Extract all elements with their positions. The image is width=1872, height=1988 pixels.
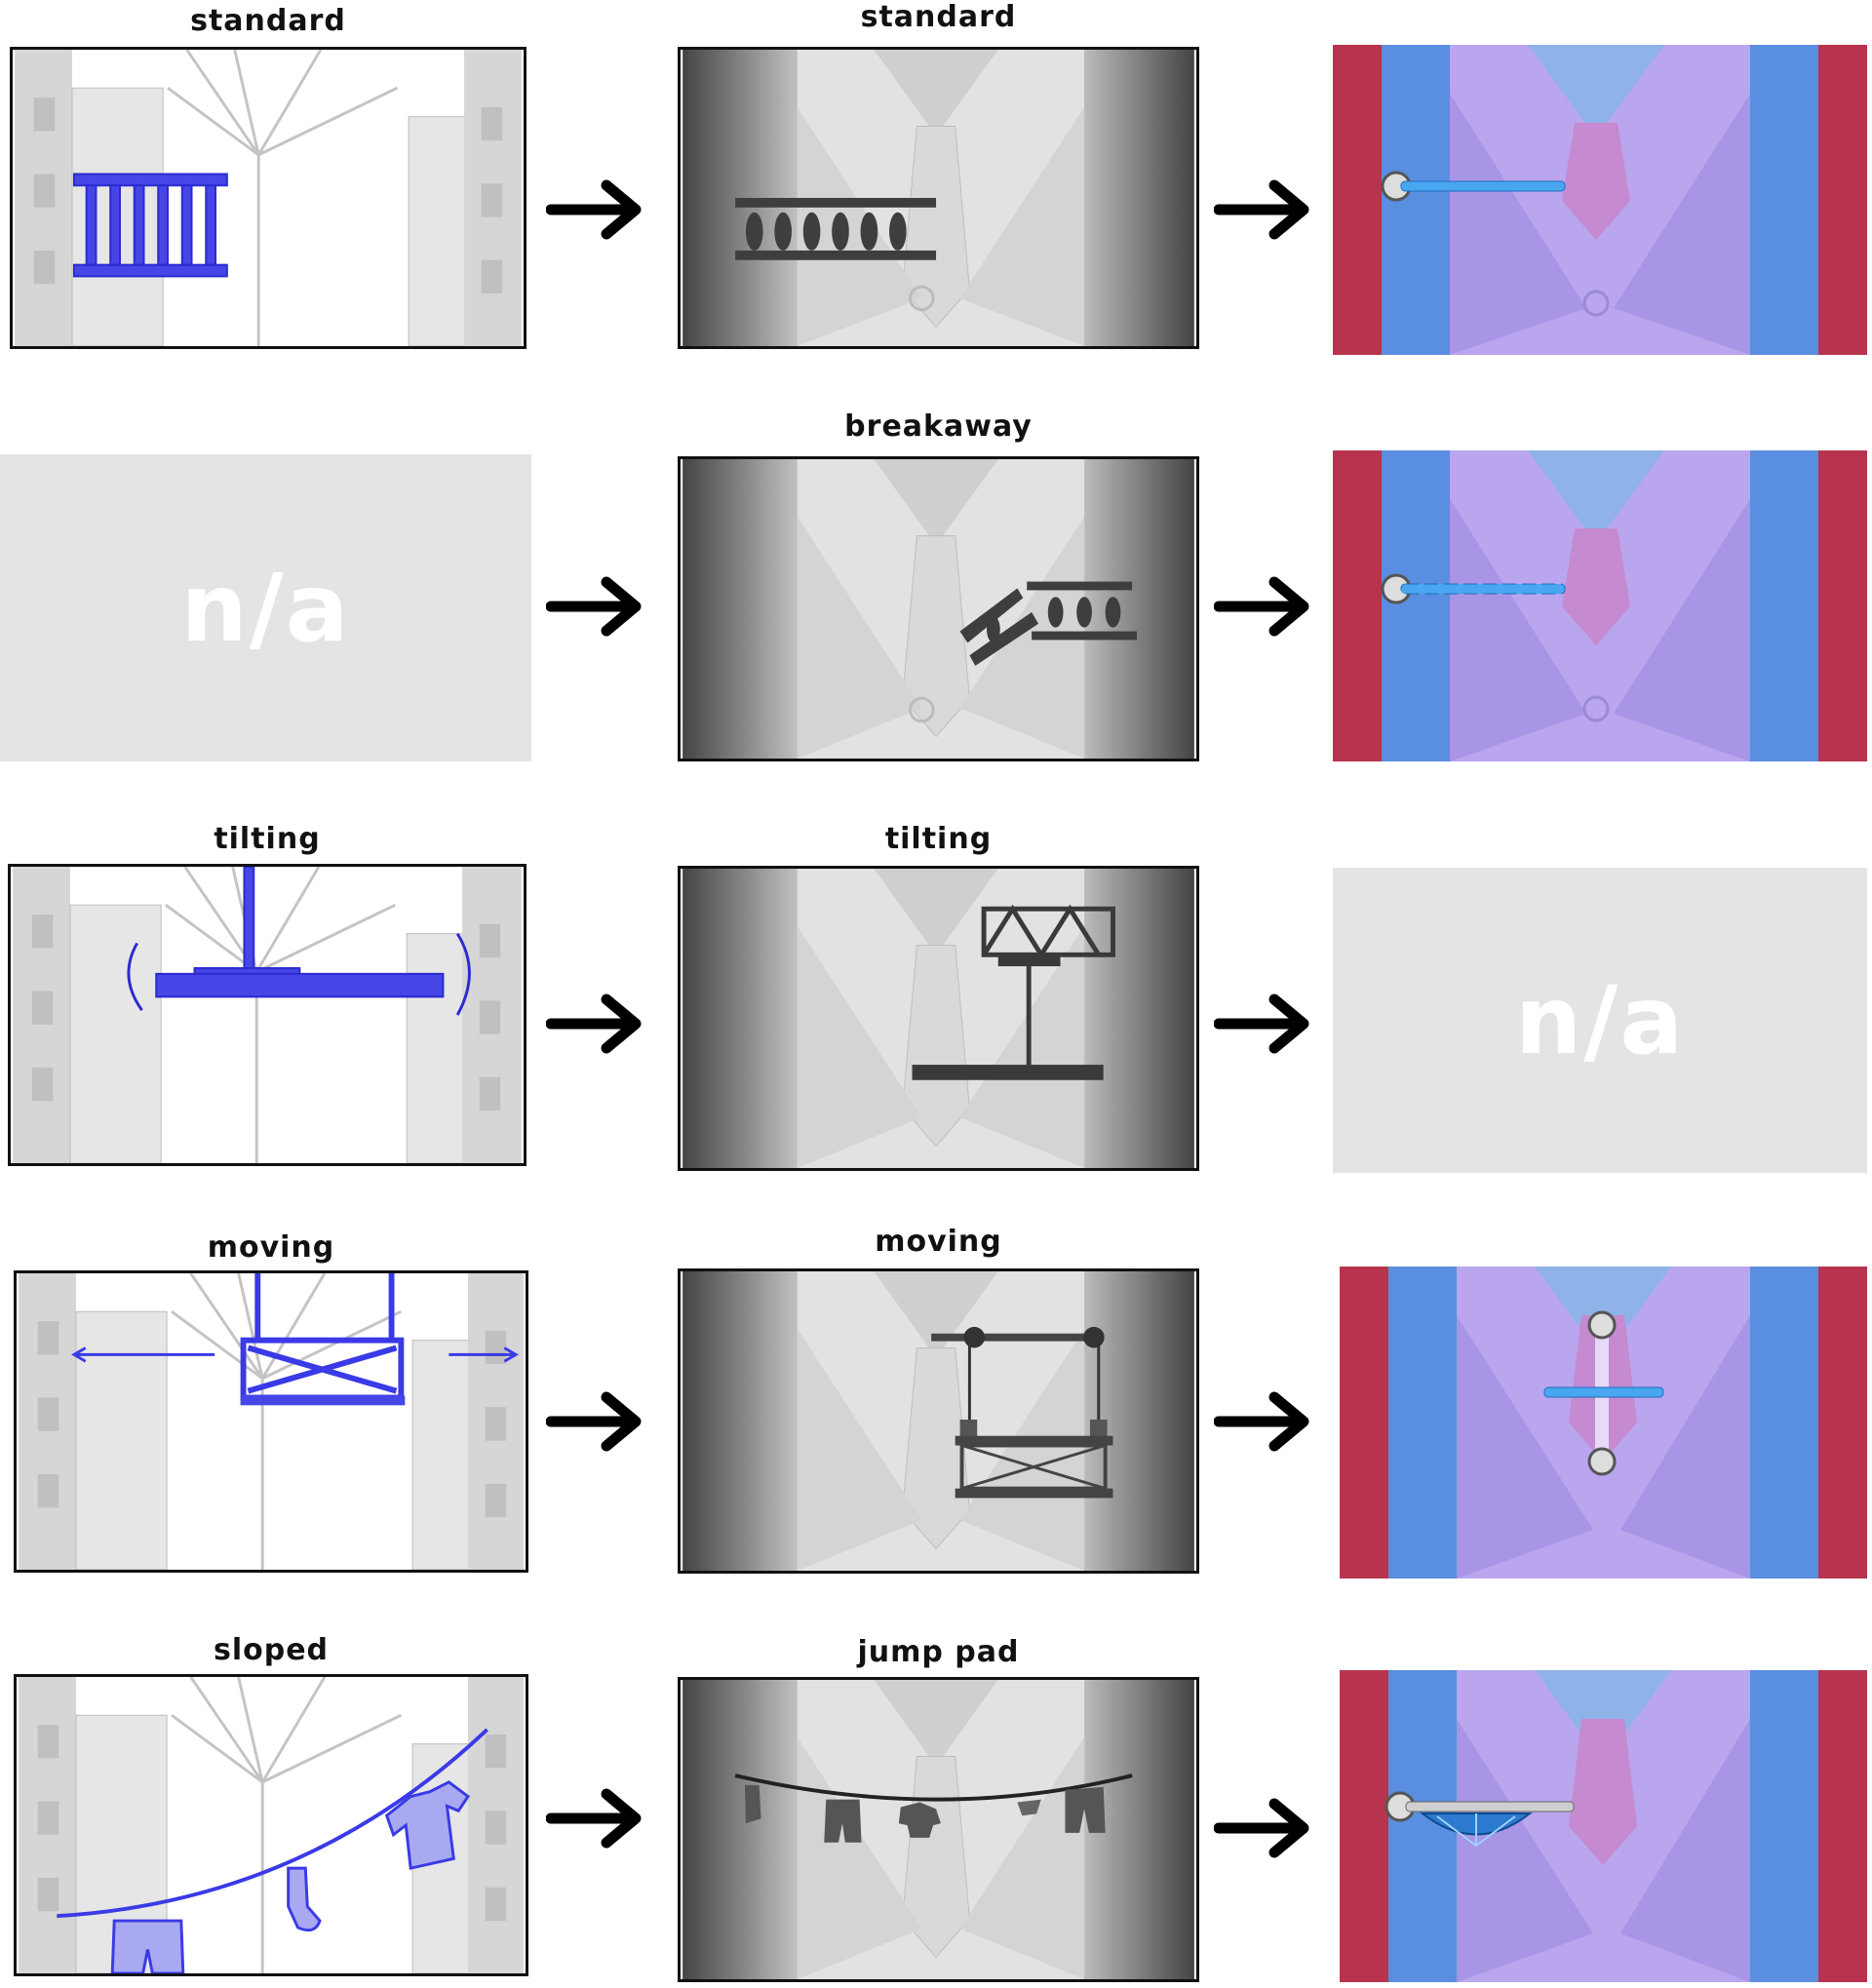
render-label-jump-pad: jump pad bbox=[857, 1635, 1020, 1669]
render-label-moving: moving bbox=[875, 1225, 1002, 1259]
grayscale-render bbox=[682, 1680, 1194, 1979]
na-placeholder: n/a bbox=[1514, 965, 1686, 1075]
render-panel-standard bbox=[678, 47, 1199, 349]
moving-glass-platform bbox=[1543, 1310, 1664, 1476]
clothesline-jump-pad bbox=[734, 1774, 1133, 1843]
sketch-clothesline bbox=[57, 1728, 488, 1973]
sketch-panel-tilting bbox=[8, 864, 526, 1166]
final-panel-jump-pad bbox=[1340, 1670, 1867, 1982]
sketch-panel-na: n/a bbox=[0, 454, 531, 761]
render-panel-jump-pad bbox=[678, 1677, 1199, 1982]
pulley-lift bbox=[931, 1326, 1113, 1499]
sketch-illustration bbox=[19, 1273, 524, 1570]
color-render bbox=[1333, 450, 1867, 761]
render-label-standard: standard bbox=[860, 0, 1017, 34]
sketch-panel-standard bbox=[10, 47, 526, 349]
sketch-panel-sloped bbox=[14, 1674, 528, 1976]
render-panel-tilting bbox=[678, 866, 1199, 1171]
right-arrow-icon bbox=[546, 990, 653, 1058]
sketch-illustration bbox=[19, 1677, 524, 1973]
na-placeholder: n/a bbox=[180, 553, 351, 663]
breakaway-glass-platform bbox=[1381, 573, 1566, 604]
final-panel-standard bbox=[1333, 45, 1867, 355]
right-arrow-icon bbox=[1214, 1387, 1321, 1456]
broken-balustrade bbox=[959, 581, 1138, 666]
sketch-label-tilting: tilting bbox=[214, 822, 321, 856]
final-panel-na: n/a bbox=[1333, 868, 1867, 1173]
render-label-tilting: tilting bbox=[884, 822, 993, 856]
right-arrow-icon bbox=[546, 572, 653, 641]
color-render bbox=[1340, 1670, 1867, 1982]
jump-pad-platform bbox=[1384, 1791, 1575, 1848]
render-panel-moving bbox=[678, 1268, 1199, 1574]
color-render bbox=[1340, 1267, 1867, 1579]
right-arrow-icon bbox=[1214, 1794, 1321, 1862]
right-arrow-icon bbox=[1214, 990, 1321, 1058]
right-arrow-icon bbox=[546, 175, 653, 244]
final-panel-moving bbox=[1340, 1267, 1867, 1579]
grayscale-render bbox=[682, 869, 1194, 1168]
right-arrow-icon bbox=[546, 1784, 653, 1852]
glass-platform bbox=[1381, 171, 1566, 202]
sketch-label-sloped: sloped bbox=[213, 1633, 330, 1667]
right-arrow-icon bbox=[546, 1387, 653, 1456]
sketch-panel-moving bbox=[14, 1270, 528, 1573]
right-arrow-icon bbox=[1214, 572, 1321, 641]
sketch-platform-railing bbox=[72, 173, 228, 278]
render-panel-breakaway bbox=[678, 456, 1199, 761]
sketch-label-moving: moving bbox=[207, 1230, 335, 1265]
final-panel-breakaway bbox=[1333, 450, 1867, 761]
sketch-illustration bbox=[13, 867, 522, 1163]
sketch-illustration bbox=[15, 50, 522, 346]
grayscale-render bbox=[682, 459, 1194, 759]
render-label-breakaway: breakaway bbox=[844, 409, 1033, 444]
color-render bbox=[1333, 45, 1867, 355]
grayscale-render bbox=[682, 1271, 1194, 1571]
sketch-tilting-beam bbox=[155, 867, 445, 998]
grayscale-render bbox=[682, 50, 1194, 346]
right-arrow-icon bbox=[1214, 175, 1321, 244]
sketch-label-standard: standard bbox=[190, 4, 346, 38]
stone-balustrade bbox=[735, 198, 937, 260]
